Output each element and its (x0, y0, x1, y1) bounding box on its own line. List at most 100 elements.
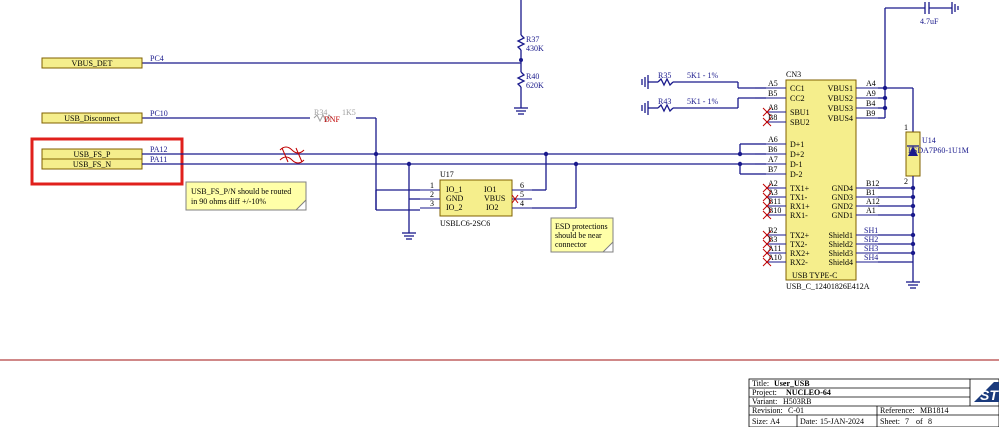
u17-part: USBLC6-2SC6 (440, 219, 490, 228)
svg-text:ST: ST (980, 387, 999, 403)
r40-value: 620K (526, 81, 544, 90)
note-esd: ESD protections should be near connector (550, 217, 614, 253)
reference-value: MB1814 (920, 406, 948, 415)
cn3-left-pin-num: B5 (768, 89, 777, 98)
cn3-left-pin-name: TX2- (790, 240, 808, 249)
port-vbus-det-label: VBUS_DET (72, 59, 113, 68)
no-connect-mark (762, 201, 772, 211)
u17-esd-chip: U17 USBLC6-2SC6 1 2 3 IO_1 GND IO_2 6 5 … (420, 170, 532, 228)
svg-text:Title:: Title: (752, 379, 769, 388)
r37-value: 430K (526, 44, 544, 53)
title-value: User_USB (774, 379, 810, 388)
cn3-left-pin-num: A5 (768, 79, 778, 88)
no-connect-mark (762, 248, 772, 258)
r34-dnf: R34 1K5 DNF (313, 108, 356, 124)
date-value: 15-JAN-2024 (820, 417, 864, 426)
svg-text:Project:: Project: (752, 388, 777, 397)
cn3-right-pin-num: B1 (866, 188, 875, 197)
cn3-right-pin-num: A9 (866, 89, 876, 98)
cn3-left-pin-name: RX1- (790, 211, 808, 220)
svg-text:4: 4 (520, 199, 524, 208)
cn3-left-pin-num: B8 (768, 113, 777, 122)
r40-ref: R40 (526, 72, 539, 81)
note-esd-line1: ESD protections (555, 222, 608, 231)
cn3-right-pin-name: Shield2 (829, 240, 853, 249)
note-routing-line2: in 90 ohms diff +/-10% (191, 197, 266, 206)
svg-text:5: 5 (520, 190, 524, 199)
cn3-left-pin-name: TX2+ (790, 231, 810, 240)
u14-ref: U14 (922, 136, 936, 145)
no-connect-mark (762, 192, 772, 202)
vbus-divider: R37 430K R40 620K (514, 0, 544, 115)
highlight-box (30, 137, 184, 186)
r34-value: 1K5 (342, 108, 356, 117)
cn3-right-pin-name: GND4 (832, 184, 853, 193)
cn3-left-pin-name: D+1 (790, 140, 804, 149)
net-sh4: SH4 (864, 253, 878, 262)
cn3-left-pin-name: D-2 (790, 170, 802, 179)
u14-pin1: 1 (904, 123, 908, 132)
cn3-right-pin-name: GND3 (832, 193, 853, 202)
project-value: NUCLEO-64 (786, 388, 831, 397)
u17-ref: U17 (440, 170, 454, 179)
cn3-usb-type-c-connector: CN3 USB TYPE-C USB_C_12401826E412A (785, 70, 870, 291)
cn3-left-pin-num: A2 (768, 179, 778, 188)
r43-value: 5K1 - 1% (687, 97, 718, 106)
svg-text:IO2: IO2 (486, 203, 498, 212)
cn3-left-pin-num: B7 (768, 165, 777, 174)
cn3-right-pin-name: VBUS2 (828, 94, 853, 103)
cn3-left-pin-name: RX2+ (790, 249, 810, 258)
cn3-left-pin-name: SBU1 (790, 108, 810, 117)
svg-text:IO1: IO1 (484, 185, 496, 194)
cn3-ref: CN3 (786, 70, 801, 79)
net-sh2: SH2 (864, 235, 878, 244)
r43-ref: R43 (658, 97, 671, 106)
no-connect-mark (762, 183, 772, 193)
u14-tvs-diode: 1 2 U14 ESDA7P60-1U1M (904, 123, 969, 282)
cn3-left-pin-name: SBU2 (790, 118, 810, 127)
r35-ref: R35 (658, 71, 671, 80)
cn3-right-pin-name: VBUS1 (828, 84, 853, 93)
net-pc10: PC10 (150, 109, 168, 118)
cn3-right-pin-num: A12 (866, 197, 880, 206)
cn3-right-pin-name: VBUS4 (828, 114, 853, 123)
cn3-left-pin-num: B10 (768, 206, 781, 215)
svg-text:2: 2 (430, 190, 434, 199)
variant-value: H503RB (783, 397, 811, 406)
port-usb-fs-p-label: USB_FS_P (74, 150, 111, 159)
cn3-right-pin-num: A4 (866, 79, 876, 88)
r35-value: 5K1 - 1% (687, 71, 718, 80)
net-pc4: PC4 (150, 54, 164, 63)
port-usb-fs-n-label: USB_FS_N (73, 160, 111, 169)
u14-part: ESDA7P60-1U1M (908, 146, 969, 155)
cn3-right-pin-num: B9 (866, 109, 875, 118)
cn3-left-pin-num: A6 (768, 135, 778, 144)
svg-text:IO_2: IO_2 (446, 203, 462, 212)
sheet-total: 8 (928, 417, 932, 426)
cn3-left-pin-num: A3 (768, 188, 778, 197)
cn3-right-pin-name: GND2 (832, 202, 853, 211)
no-connect-mark (762, 257, 772, 267)
port-vbus-det (41, 57, 143, 69)
svg-text:Date:: Date: (800, 417, 817, 426)
svg-text:of: of (916, 417, 923, 426)
cn3-type-label: USB TYPE-C (792, 271, 837, 280)
port-usb-disconnect (41, 112, 143, 124)
cn3-part: USB_C_12401826E412A (786, 282, 870, 291)
cn3-left-pin-name: TX1+ (790, 184, 810, 193)
note-routing: USB_FS_P/N should be routed in 90 ohms d… (185, 181, 307, 211)
no-connect-mark (762, 230, 772, 240)
r34-ref: R34 (314, 108, 327, 117)
cn3-left-pin-num: B6 (768, 145, 777, 154)
r34-dnf-label: DNF (324, 115, 341, 124)
diff-pair-icon (279, 146, 305, 164)
cn3-left-pin-name: D+2 (790, 150, 804, 159)
st-logo-icon: ST (974, 382, 999, 403)
r37-ref: R37 (526, 35, 539, 44)
note-esd-line3: connector (555, 240, 587, 249)
cn3-right-pin-name: Shield4 (829, 258, 853, 267)
net-pa11: PA11 (150, 155, 167, 164)
net-sh3: SH3 (864, 244, 878, 253)
cn3-left-pin-num: A8 (768, 103, 778, 112)
